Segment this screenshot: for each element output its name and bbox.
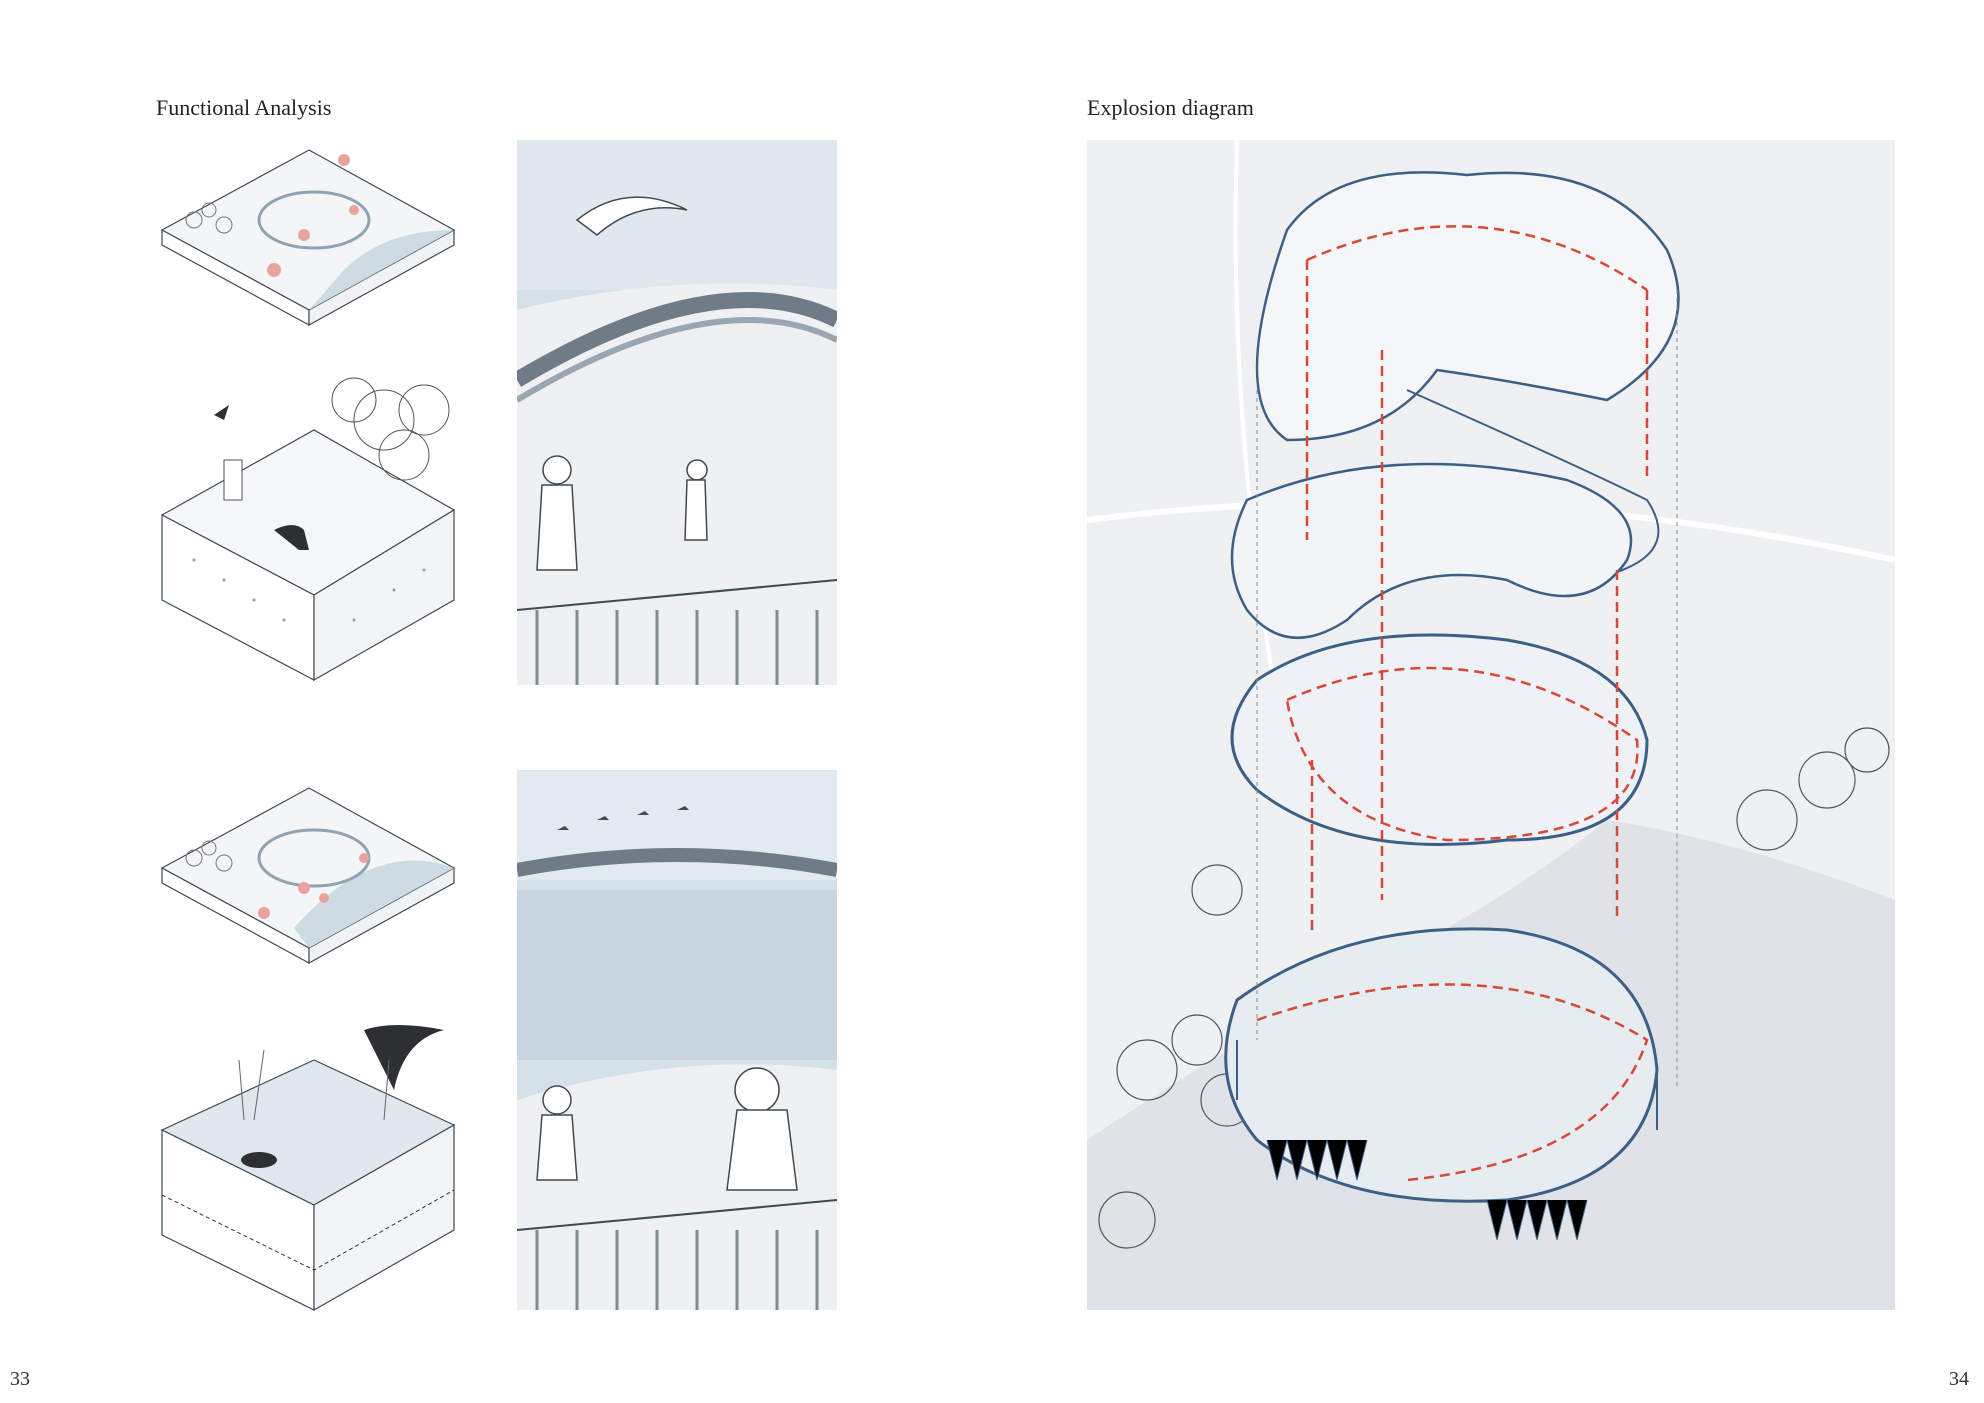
explosion-diagram-heading: Explosion diagram — [1087, 95, 1254, 120]
page-number-left: 33 — [10, 1368, 30, 1390]
perspective-sketch-birds-deck — [517, 140, 837, 685]
iso-section-forest — [154, 360, 474, 690]
explosion-diagram-illustration — [1087, 140, 1895, 1310]
perspective-sketch-wetland-deck — [517, 770, 837, 1310]
iso-section-wetland — [154, 1020, 474, 1320]
iso-plan-birds-2 — [154, 778, 464, 978]
page-number-right: 34 — [1949, 1368, 1969, 1390]
functional-analysis-heading: Functional Analysis — [156, 95, 332, 120]
iso-plan-birds-1 — [154, 140, 464, 340]
